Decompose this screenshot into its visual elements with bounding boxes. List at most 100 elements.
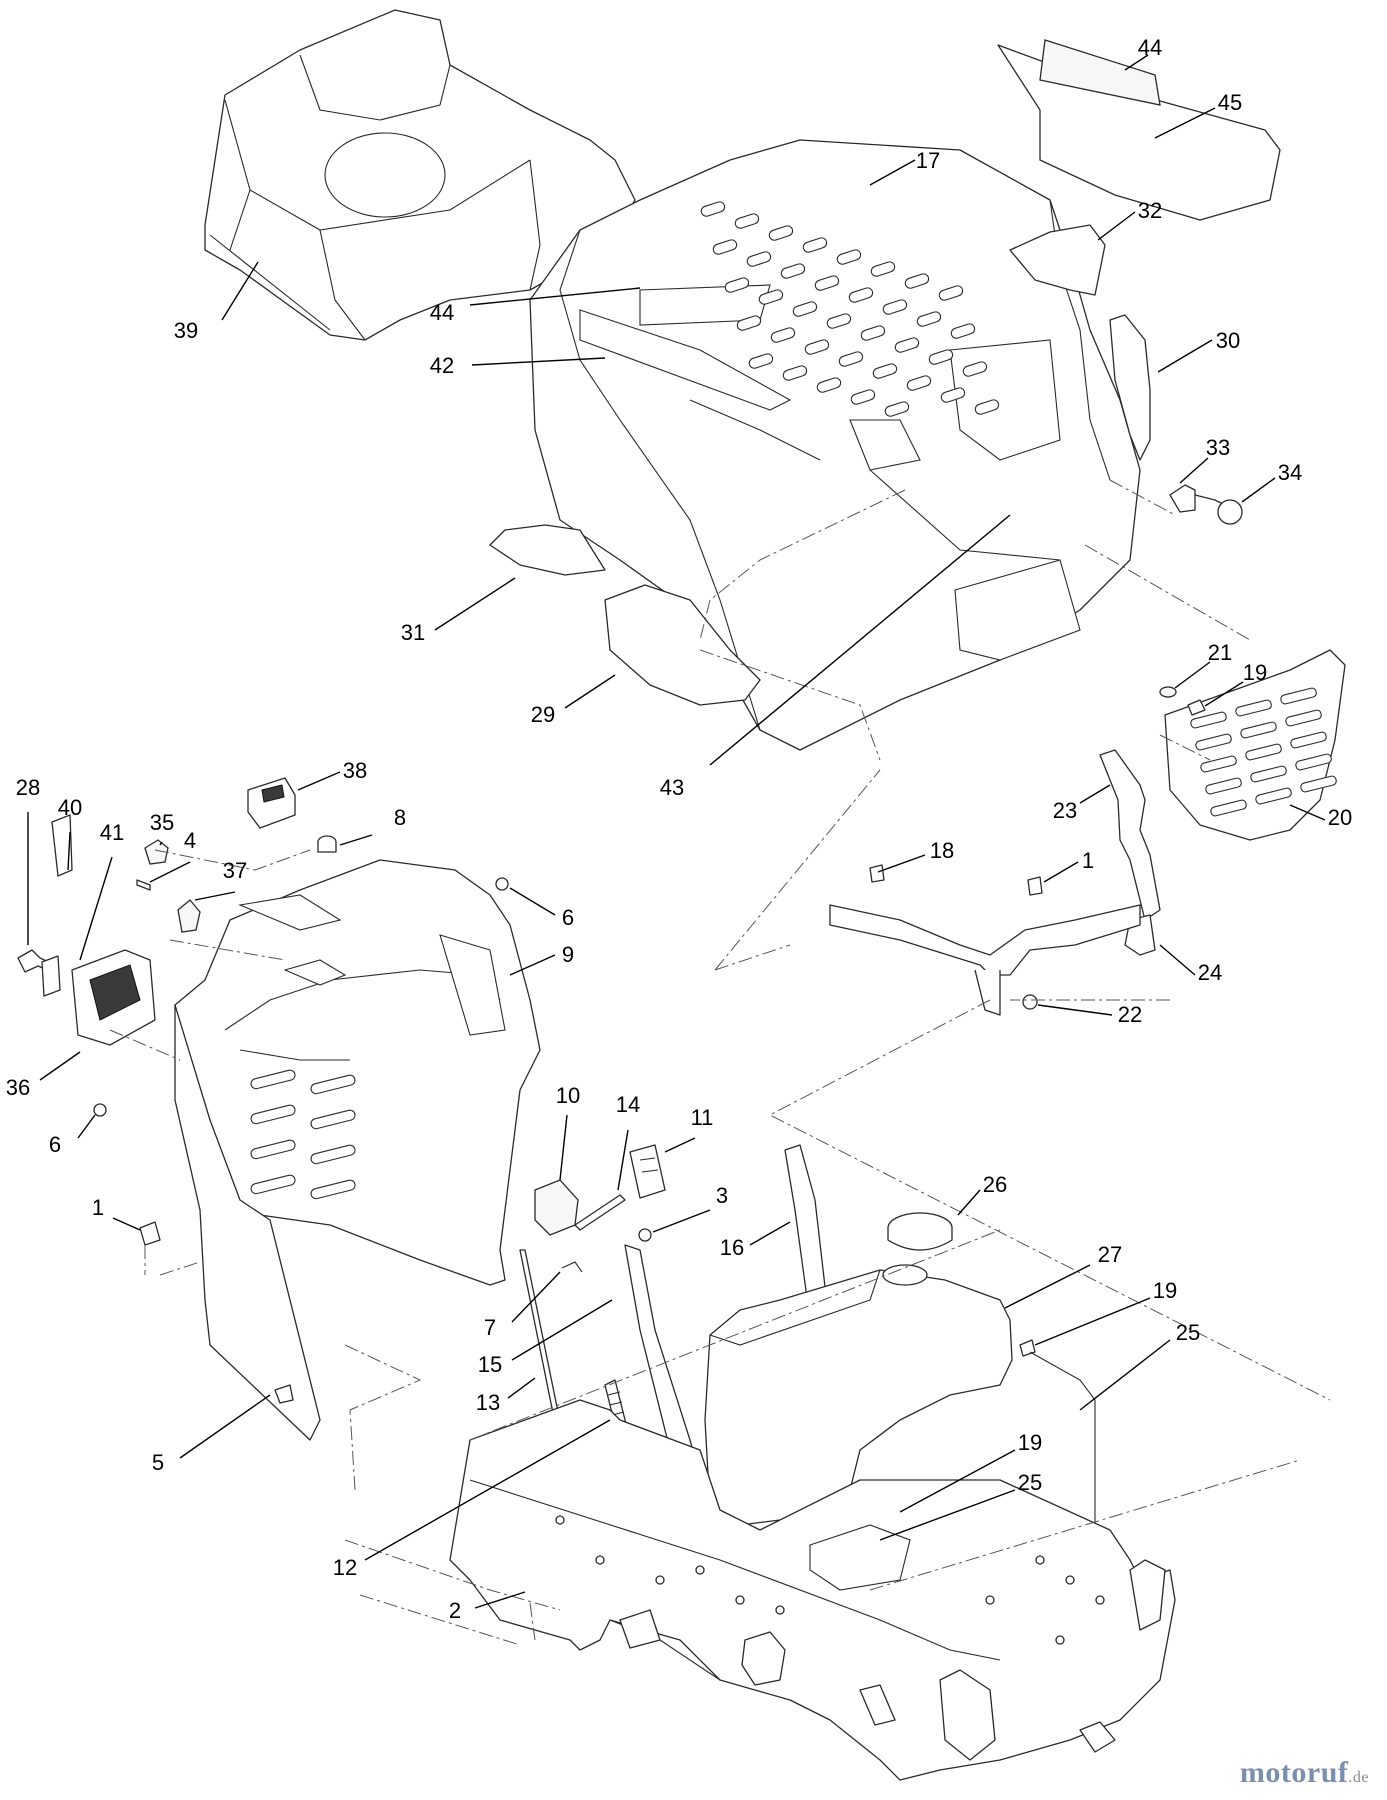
callout-c17: 17 bbox=[916, 148, 940, 173]
part-35-knob bbox=[144, 839, 169, 865]
part-11-bracket bbox=[629, 1144, 666, 1199]
callout-c14: 14 bbox=[616, 1092, 640, 1117]
leader-c44a bbox=[1124, 54, 1149, 71]
grille-slot bbox=[1250, 765, 1287, 783]
leader-c2 bbox=[474, 1591, 526, 1609]
callout-labels: 4445173230394442333431292119432023382840… bbox=[6, 35, 1352, 1623]
frame-holes bbox=[555, 1515, 1105, 1645]
frame-hole bbox=[1035, 1555, 1045, 1565]
part-4-screw bbox=[136, 879, 151, 891]
part-1-bolt-top bbox=[1027, 876, 1043, 896]
leader-c40 bbox=[67, 831, 71, 871]
dash-vent-slot bbox=[310, 1109, 356, 1130]
part-34-bulb bbox=[1194, 494, 1243, 525]
hood-vents bbox=[700, 201, 1000, 417]
frame-hole bbox=[695, 1565, 705, 1575]
grille-slot bbox=[1245, 743, 1282, 761]
part-3-bolt bbox=[638, 1228, 652, 1242]
leader-c19a bbox=[1204, 681, 1244, 707]
hood-vent-slot bbox=[746, 251, 772, 267]
leader-c17 bbox=[869, 159, 916, 186]
part-29-lens bbox=[604, 584, 761, 706]
callout-c7: 7 bbox=[484, 1315, 496, 1340]
hood-vent-slot bbox=[962, 361, 988, 377]
callout-c37: 37 bbox=[223, 858, 247, 883]
part-45-decal bbox=[997, 44, 1281, 221]
hood-vent-slot bbox=[736, 315, 762, 331]
leader-c23 bbox=[1079, 784, 1111, 804]
leader-c21 bbox=[1174, 661, 1211, 689]
frame-hole bbox=[595, 1555, 605, 1565]
part-41-decal bbox=[41, 955, 61, 997]
callout-c32: 32 bbox=[1138, 198, 1162, 223]
frame-hole bbox=[1095, 1595, 1105, 1605]
leader-c35 bbox=[159, 841, 163, 846]
dash-vent-slot bbox=[250, 1139, 296, 1160]
hood-vent-slot bbox=[938, 285, 964, 301]
part-14-rod bbox=[574, 1194, 626, 1231]
callout-c25a: 25 bbox=[1176, 1320, 1200, 1345]
grille-slot bbox=[1295, 753, 1332, 771]
hood-vent-slot bbox=[804, 339, 830, 355]
callout-c3: 3 bbox=[716, 1183, 728, 1208]
callout-c19b: 19 bbox=[1153, 1278, 1177, 1303]
dash-vent-slot bbox=[310, 1144, 356, 1165]
part-10-knob bbox=[534, 1179, 579, 1236]
leader-c10 bbox=[559, 1114, 568, 1181]
callout-c6a: 6 bbox=[562, 905, 574, 930]
hood-vent-slot bbox=[792, 301, 818, 317]
hood-vent-slot bbox=[814, 275, 840, 291]
callout-c1a: 1 bbox=[1082, 848, 1094, 873]
grille-slot bbox=[1200, 755, 1237, 773]
callout-c28: 28 bbox=[16, 775, 40, 800]
hood-vent-slot bbox=[882, 299, 908, 315]
watermark-tld: .de bbox=[1348, 1769, 1369, 1786]
bumper-bar bbox=[829, 904, 1141, 1016]
hood-vent-slot bbox=[904, 273, 930, 289]
callout-c20: 20 bbox=[1328, 805, 1352, 830]
leader-c1b bbox=[112, 1217, 141, 1231]
leader-c44b bbox=[469, 287, 641, 306]
hood-vent-slot bbox=[802, 237, 828, 253]
chassis-frame bbox=[449, 1399, 1176, 1781]
leader-c38 bbox=[297, 771, 341, 791]
leader-c39 bbox=[221, 261, 259, 321]
hood-vent-slot bbox=[780, 263, 806, 279]
leader-c5 bbox=[179, 1394, 271, 1459]
callout-c43: 43 bbox=[660, 775, 684, 800]
callout-c27: 27 bbox=[1098, 1242, 1122, 1267]
part-36-switch-box bbox=[71, 949, 156, 1046]
hood-vent-slot bbox=[758, 289, 784, 305]
leader-c29 bbox=[564, 674, 616, 709]
callout-c23: 23 bbox=[1053, 798, 1077, 823]
leader-c9 bbox=[509, 954, 556, 976]
callout-c21: 21 bbox=[1208, 640, 1232, 665]
leader-c6b bbox=[77, 1114, 96, 1139]
frame-hole bbox=[555, 1515, 565, 1525]
callout-c12: 12 bbox=[333, 1555, 357, 1580]
leader-lines bbox=[27, 54, 1326, 1609]
hood-vent-slot bbox=[860, 325, 886, 341]
callout-c1b: 1 bbox=[92, 1195, 104, 1220]
dash-vent-slot bbox=[310, 1074, 356, 1095]
leader-c3 bbox=[652, 1209, 711, 1233]
callout-c22: 22 bbox=[1118, 1002, 1142, 1027]
callout-c9: 9 bbox=[562, 942, 574, 967]
alignment-lines bbox=[109, 479, 1331, 1646]
grille-slot bbox=[1280, 687, 1317, 705]
hood-vent-slot bbox=[870, 261, 896, 277]
dash-slots bbox=[250, 1069, 356, 1200]
leader-c42 bbox=[471, 357, 606, 366]
part-39-panel bbox=[204, 9, 636, 341]
part-8-plug bbox=[317, 835, 337, 853]
leader-c27 bbox=[1004, 1264, 1091, 1309]
hood-vent-slot bbox=[928, 349, 954, 365]
dash-vent-slot bbox=[250, 1069, 296, 1090]
frame-hole bbox=[735, 1595, 745, 1605]
leader-c19c bbox=[899, 1449, 1016, 1513]
callout-c29: 29 bbox=[531, 702, 555, 727]
leader-c6a bbox=[509, 887, 556, 916]
callout-c8: 8 bbox=[394, 805, 406, 830]
callout-c33: 33 bbox=[1206, 435, 1230, 460]
